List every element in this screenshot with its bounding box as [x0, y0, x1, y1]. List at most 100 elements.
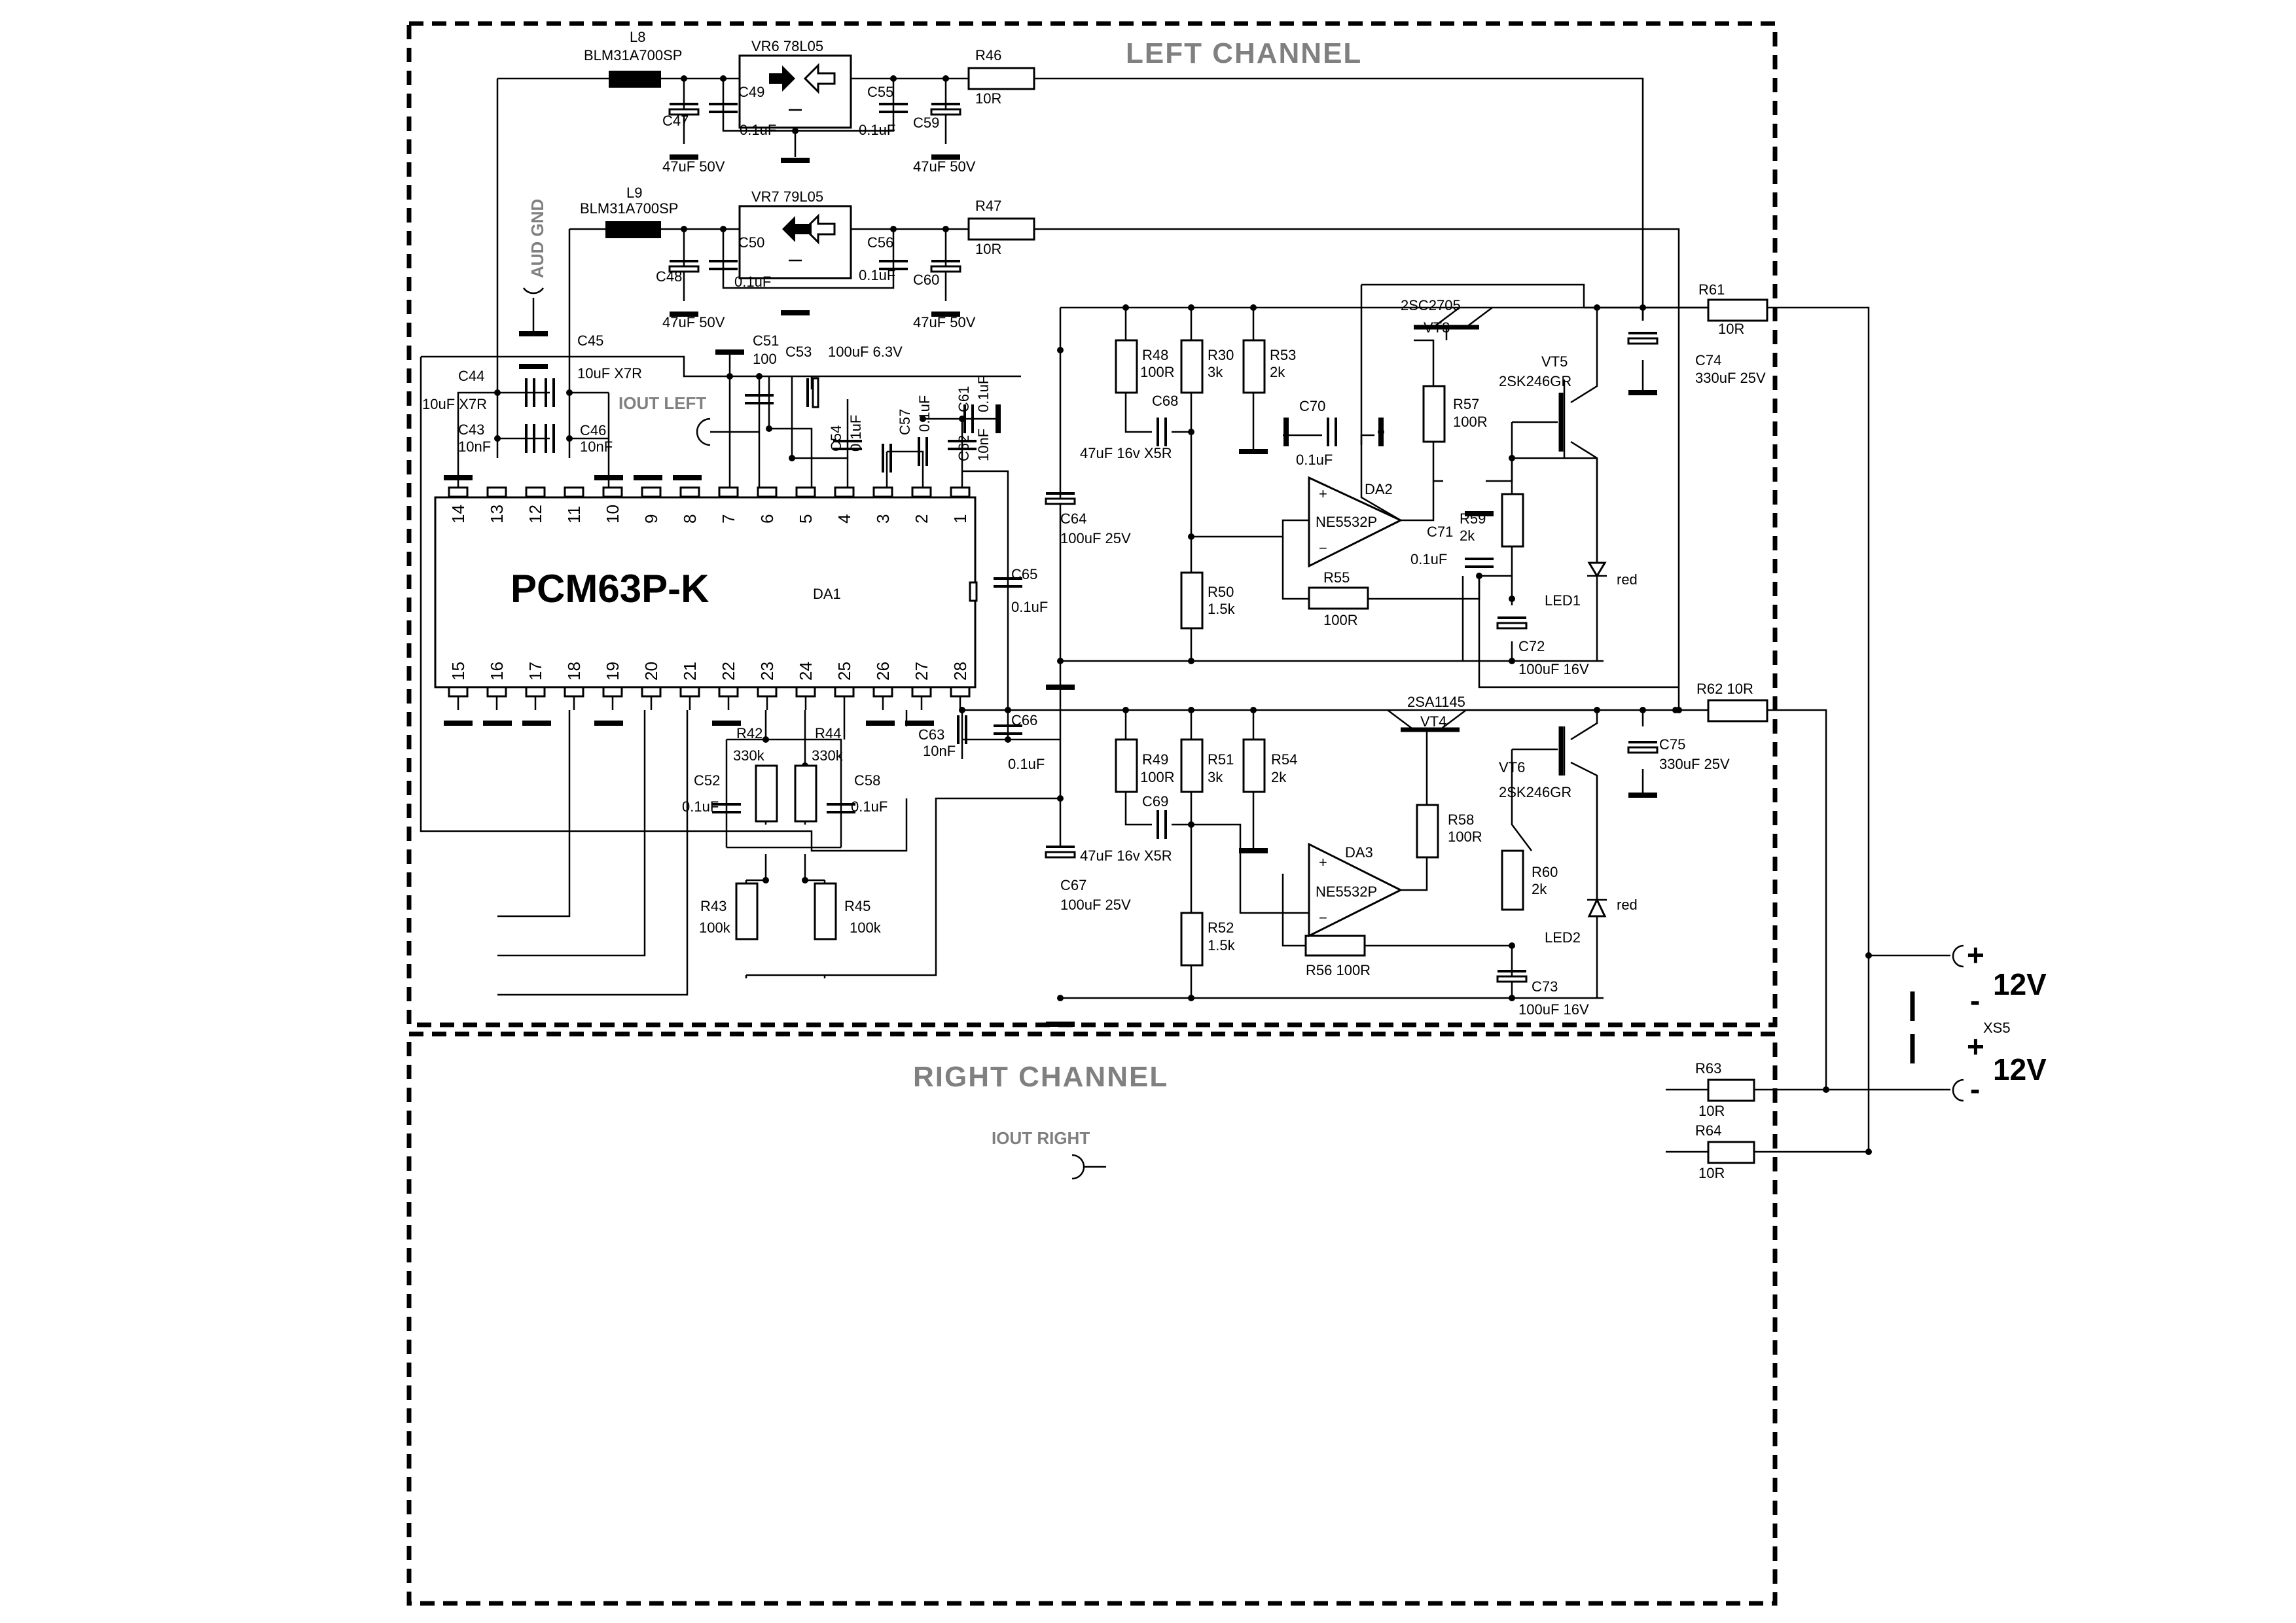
label-c45v: 10uF X7R	[577, 365, 642, 382]
dac-bottom-pin-number: 16	[487, 662, 507, 681]
aud-gnd-label: AUD GND	[528, 199, 547, 278]
label-c74v: 330uF 25V	[1695, 370, 1766, 386]
dac-top-pin	[525, 486, 546, 498]
dac-bottom-pin-number: 23	[757, 662, 777, 681]
l9-value: BLM31A700SP	[580, 200, 678, 217]
led2-ref: LED2	[1545, 929, 1581, 946]
dac-top-pin-number: 8	[680, 514, 700, 524]
label-c67: C67	[1060, 877, 1086, 893]
label-c70v: 0.1uF	[1296, 452, 1333, 468]
da3-part: NE5532P	[1316, 883, 1377, 900]
label-r53v: 2k	[1270, 364, 1285, 380]
label-c54: C54	[828, 425, 844, 452]
l9-ref: L9	[626, 185, 642, 201]
label-c63v: 10nF	[923, 743, 956, 759]
led1-color: red	[1617, 571, 1638, 588]
led2-color: red	[1617, 897, 1638, 913]
label-r42: R42	[736, 725, 762, 741]
label-r49: R49	[1142, 751, 1168, 768]
dac-top-pin-number: 5	[796, 514, 816, 524]
dac-bottom-pin	[795, 686, 816, 698]
label-r61: R61	[1698, 281, 1725, 298]
dac-top-pin-number: 13	[487, 505, 507, 524]
iout-left-port: IOUT LEFT	[619, 393, 759, 446]
xs5-pin3-sign: +	[1967, 1029, 1984, 1063]
label-c59v: 47uF 50V	[913, 158, 976, 175]
dac-top-pin-number: 14	[448, 505, 468, 524]
dac-bottom-pin	[564, 686, 584, 698]
dac-bottom-pin-number: 22	[719, 662, 738, 681]
dac-top-pin	[795, 486, 816, 498]
label-r58v: 100R	[1448, 829, 1482, 845]
dac-top-pin	[950, 486, 971, 498]
label-r61v: 10R	[1718, 321, 1744, 337]
vt5-part: 2SK246GR	[1499, 373, 1571, 389]
label-r45: R45	[844, 898, 870, 914]
svg-text:+: +	[1319, 486, 1327, 502]
label-c48v: 47uF 50V	[662, 314, 725, 330]
vt4-part: 2SA1145	[1407, 694, 1465, 710]
dac-bottom-pin	[525, 686, 546, 698]
xs5-voltage-2: 12V	[1993, 1052, 2047, 1086]
da3-ref: DA3	[1345, 844, 1373, 861]
label-c56v: 0.1uF	[859, 267, 895, 283]
label-r46v: 10R	[975, 90, 1001, 107]
label-c61v: 0.1uF	[975, 376, 992, 412]
label-c48: C48	[656, 268, 682, 285]
dac-bottom-pin	[950, 686, 971, 698]
label-r63v: 10R	[1698, 1103, 1725, 1119]
label-r47: R47	[975, 198, 1001, 214]
dac-top-pin	[448, 486, 469, 498]
label-r54: R54	[1271, 751, 1297, 768]
label-c44: C44	[458, 368, 484, 384]
vt6-part: 2SK246GR	[1499, 784, 1571, 800]
label-r44: R44	[815, 725, 841, 741]
label-c52: C52	[694, 772, 720, 789]
dac-top-pin	[718, 486, 739, 498]
regulator-vr6: VR6 78L05	[738, 38, 852, 129]
label-r63: R63	[1695, 1060, 1721, 1077]
dac-bottom-pin-number: 21	[680, 662, 700, 681]
wires	[420, 77, 1950, 1153]
label-c50: C50	[738, 234, 764, 251]
dac-top-pin-number: 7	[719, 514, 738, 524]
dac-top-pin	[564, 486, 584, 498]
label-r49v: 100R	[1140, 769, 1175, 785]
label-r51v: 3k	[1208, 769, 1223, 785]
label-c70: C70	[1299, 398, 1325, 414]
xs5-pin2-sign: -	[1970, 984, 1980, 1018]
label-c43: C43	[458, 421, 484, 438]
label-r42v: 330k	[733, 747, 765, 764]
label-r50: R50	[1208, 584, 1234, 600]
label-c72v: 100uF 16V	[1518, 661, 1589, 677]
label-c45: C45	[577, 332, 603, 349]
capacitor-plate	[812, 377, 819, 408]
dac-bottom-pin	[718, 686, 739, 698]
label-c67v: 100uF 25V	[1060, 897, 1131, 913]
label-c55: C55	[867, 84, 893, 100]
dac-top-pin	[679, 486, 700, 498]
dac-top-pin-number: 10	[603, 505, 622, 524]
dac-bottom-pin	[486, 686, 507, 698]
dac-bottom-pin	[679, 686, 700, 698]
dac-top-pin-number: 3	[873, 514, 893, 524]
label-c46v: 10nF	[580, 438, 613, 455]
capacitor-plate	[930, 265, 961, 273]
dac-bottom-pin-number: 19	[603, 662, 622, 681]
svg-text:−: −	[1319, 540, 1327, 556]
label-r60v: 2k	[1532, 881, 1547, 897]
capacitor-plate	[1496, 622, 1528, 630]
label-r53: R53	[1270, 347, 1296, 363]
iout-left-label: IOUT LEFT	[619, 393, 706, 413]
dac-ref: DA1	[813, 586, 841, 602]
xs5-voltage-1: 12V	[1993, 967, 2047, 1001]
label-c68: C68	[1152, 393, 1178, 409]
label-c69v: 47uF 16v X5R	[1080, 847, 1172, 864]
left-channel-frame	[406, 21, 1778, 1027]
iout-right-label: IOUT RIGHT	[992, 1128, 1090, 1148]
label-r30: R30	[1208, 347, 1234, 363]
label-r50v: 1.5k	[1208, 601, 1236, 617]
dac-bottom-pin	[448, 686, 469, 698]
l8-ref: L8	[630, 29, 645, 45]
